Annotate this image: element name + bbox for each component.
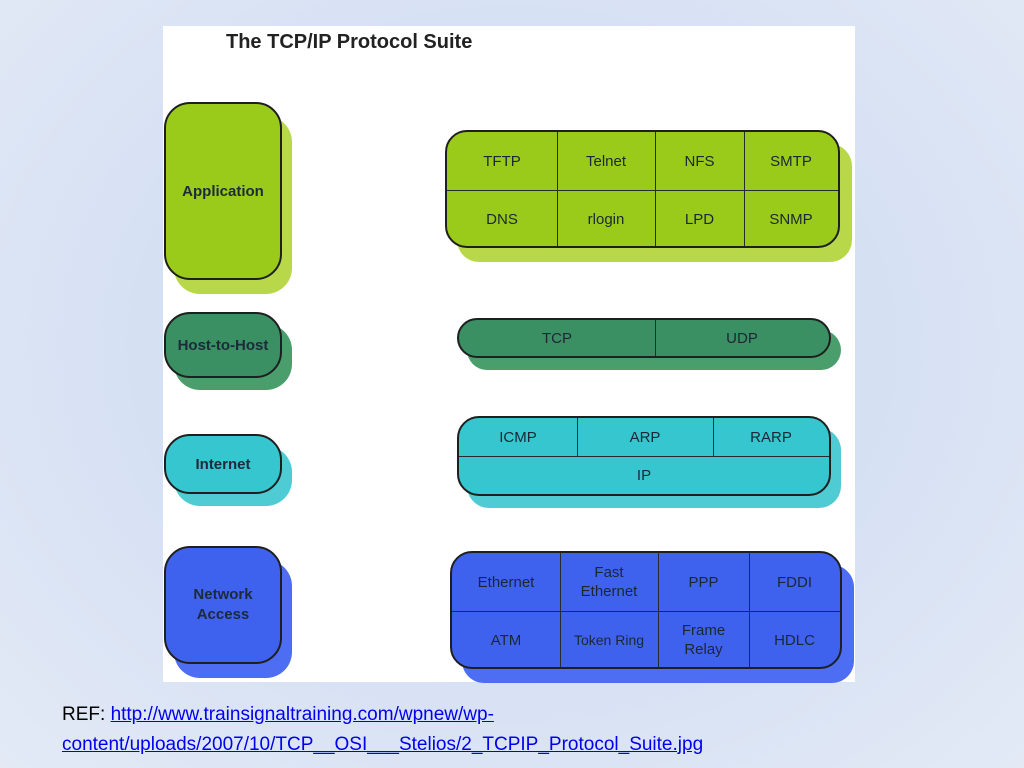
layer-application-box: Application — [164, 102, 282, 280]
group-internet-box: ICMP ARP RARP IP — [457, 416, 831, 496]
group-application-box: TFTP Telnet NFS SMTP DNS rlogin LPD SNMP — [445, 130, 840, 248]
layer-application-label: Application — [182, 182, 264, 200]
protocol-ppp: PPP — [688, 573, 719, 591]
group-internet: ICMP ARP RARP IP — [457, 416, 841, 508]
group-network-access-box: Ethernet Fast Ethernet PPP FDDI ATM Toke… — [450, 551, 842, 669]
layer-host-to-host: Host-to-Host — [164, 312, 292, 390]
layer-host-to-host-label: Host-to-Host — [177, 336, 269, 354]
group-network-access: Ethernet Fast Ethernet PPP FDDI ATM Toke… — [450, 551, 854, 683]
group-host-to-host-box: TCP UDP — [457, 318, 831, 358]
protocol-rarp: RARP — [750, 428, 792, 446]
protocol-token-ring: Token Ring — [573, 631, 645, 648]
group-host-to-host: TCP UDP — [457, 318, 841, 370]
reference-link[interactable]: http://www.trainsignaltraining.com/wpnew… — [62, 704, 704, 755]
protocol-atm: ATM — [490, 631, 522, 649]
layer-internet: Internet — [164, 434, 292, 506]
group-application: TFTP Telnet NFS SMTP DNS rlogin LPD SNMP — [445, 130, 852, 262]
layer-application: Application — [164, 102, 292, 294]
protocol-ethernet: Ethernet — [477, 573, 535, 591]
protocol-fast-ethernet: Fast Ethernet — [580, 564, 638, 600]
protocol-fddi: FDDI — [777, 573, 812, 591]
layer-internet-box: Internet — [164, 434, 282, 494]
layer-network-access-label: Network Access — [193, 586, 253, 623]
protocol-smtp: SMTP — [770, 152, 812, 170]
protocol-telnet: Telnet — [585, 152, 627, 170]
layer-internet-label: Internet — [195, 455, 251, 473]
reference-line: REF: http://www.trainsignaltraining.com/… — [62, 700, 962, 760]
protocol-rlogin: rlogin — [587, 210, 625, 228]
protocol-tcp: TCP — [542, 329, 572, 347]
protocol-tftp: TFTP — [483, 152, 521, 170]
protocol-icmp: ICMP — [499, 428, 537, 446]
protocol-hdlc: HDLC — [774, 631, 815, 649]
diagram-figure: The TCP/IP Protocol Suite Application Ho… — [163, 26, 855, 683]
protocol-nfs: NFS — [684, 152, 715, 170]
protocol-lpd: LPD — [684, 210, 715, 228]
protocol-frame-relay: Frame Relay — [681, 622, 726, 658]
protocol-udp: UDP — [726, 329, 758, 347]
protocol-arp: ARP — [629, 428, 661, 446]
protocol-snmp: SNMP — [769, 210, 813, 228]
layer-network-access-box: Network Access — [164, 546, 282, 664]
protocol-dns: DNS — [486, 210, 518, 228]
protocol-ip: IP — [636, 466, 652, 484]
diagram-title: The TCP/IP Protocol Suite — [226, 31, 473, 53]
layer-network-access: Network Access — [164, 546, 292, 678]
layer-host-to-host-box: Host-to-Host — [164, 312, 282, 378]
reference-prefix: REF: — [62, 704, 106, 725]
